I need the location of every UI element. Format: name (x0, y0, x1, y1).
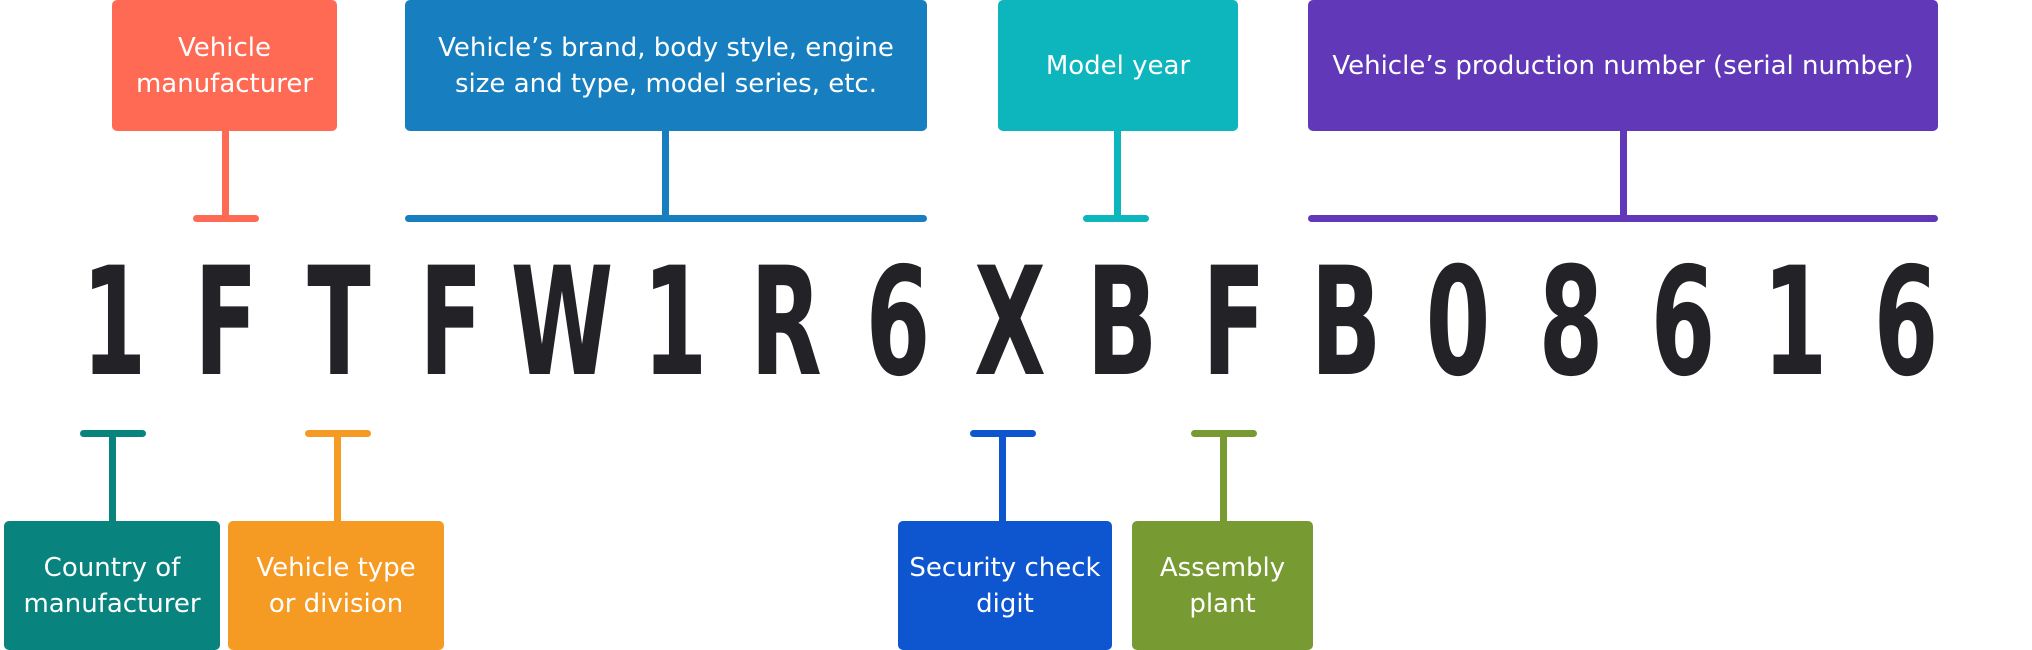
connector-stem-vehicle-type (334, 433, 341, 523)
connector-bar-manufacturer (193, 215, 259, 222)
connector-bar-serial (1308, 215, 1938, 222)
label-model-year: Model year (998, 0, 1238, 131)
label-vehicle-descriptor: Vehicle’s brand, body style, engine size… (405, 0, 927, 131)
label-security-check-digit: Security check digit (898, 521, 1112, 650)
connector-stem-serial (1620, 131, 1627, 218)
vin-char-14: 8 (1538, 236, 1604, 410)
connector-stem-check-digit (999, 433, 1006, 523)
vin-char-8: 6 (865, 236, 931, 410)
connector-stem-country (109, 433, 116, 523)
connector-stem-model-year (1114, 131, 1121, 218)
vin-char-1: 1 (81, 236, 147, 410)
vin-char-4: F (419, 236, 483, 410)
vin-char-5: W (510, 236, 614, 410)
label-country-of-manufacturer: Country of manufacturer (4, 521, 220, 650)
vin-char-10: B (1086, 236, 1158, 410)
vin-char-15: 6 (1650, 236, 1716, 410)
vin-char-7: R (750, 236, 822, 410)
vin-char-9: X (974, 236, 1046, 410)
vin-char-12: B (1310, 236, 1382, 410)
label-vehicle-type: Vehicle type or division (228, 521, 444, 650)
vin-char-6: 1 (642, 236, 708, 410)
connector-bar-model-year (1083, 215, 1149, 222)
connector-stem-assembly-plant (1220, 433, 1227, 523)
vin-char-2: F (194, 236, 258, 410)
vin-char-3: T (307, 236, 371, 410)
vin-char-13: 0 (1425, 236, 1491, 410)
vin-char-16: 1 (1762, 236, 1828, 410)
connector-bar-descriptor (405, 215, 927, 222)
connector-stem-manufacturer (222, 131, 229, 218)
label-serial-number: Vehicle’s production number (serial numb… (1308, 0, 1938, 131)
label-vehicle-manufacturer: Vehicle manufacturer (112, 0, 337, 131)
label-assembly-plant: Assembly plant (1132, 521, 1313, 650)
vin-char-17: 6 (1873, 236, 1939, 410)
connector-stem-descriptor (662, 131, 669, 218)
vin-char-11: F (1202, 236, 1266, 410)
